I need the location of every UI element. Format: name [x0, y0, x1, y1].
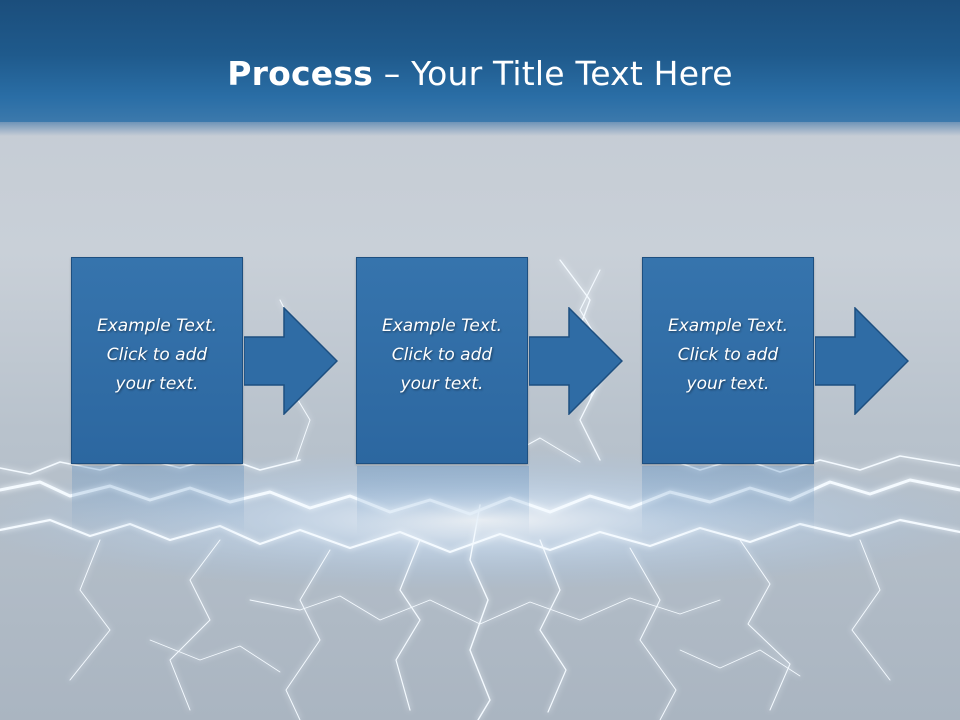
step-1-box[interactable]: Example Text. Click to add your text.	[71, 257, 243, 464]
step-1-arrow-icon[interactable]	[244, 307, 338, 415]
step-1-line-3: your text.	[115, 374, 199, 394]
step-2-line-1: Example Text.	[381, 316, 503, 336]
step-3-line-1: Example Text.	[667, 316, 789, 336]
step-3-box[interactable]: Example Text. Click to add your text.	[642, 257, 814, 464]
step-1-text: Example Text. Click to add your text.	[72, 312, 242, 399]
step-3-text: Example Text. Click to add your text.	[643, 312, 813, 399]
title-bold-part: Process	[227, 54, 374, 93]
step-2-box[interactable]: Example Text. Click to add your text.	[356, 257, 528, 464]
step-2-text: Example Text. Click to add your text.	[357, 312, 527, 399]
slide-title[interactable]: Process – Your Title Text Here	[0, 52, 960, 96]
step-3-arrow-icon[interactable]	[815, 307, 909, 415]
step-2-line-2: Click to add	[391, 345, 493, 365]
step-1-line-2: Click to add	[106, 345, 208, 365]
step-1-line-1: Example Text.	[96, 316, 218, 336]
title-band	[0, 0, 960, 136]
step-3-reflection	[642, 466, 814, 536]
step-2-reflection	[357, 466, 529, 536]
step-3-line-2: Click to add	[677, 345, 779, 365]
step-3-line-3: your text.	[686, 374, 770, 394]
title-rest: – Your Title Text Here	[373, 54, 733, 93]
step-2-line-3: your text.	[400, 374, 484, 394]
step-1-reflection	[72, 466, 244, 536]
step-2-arrow-icon[interactable]	[529, 307, 623, 415]
